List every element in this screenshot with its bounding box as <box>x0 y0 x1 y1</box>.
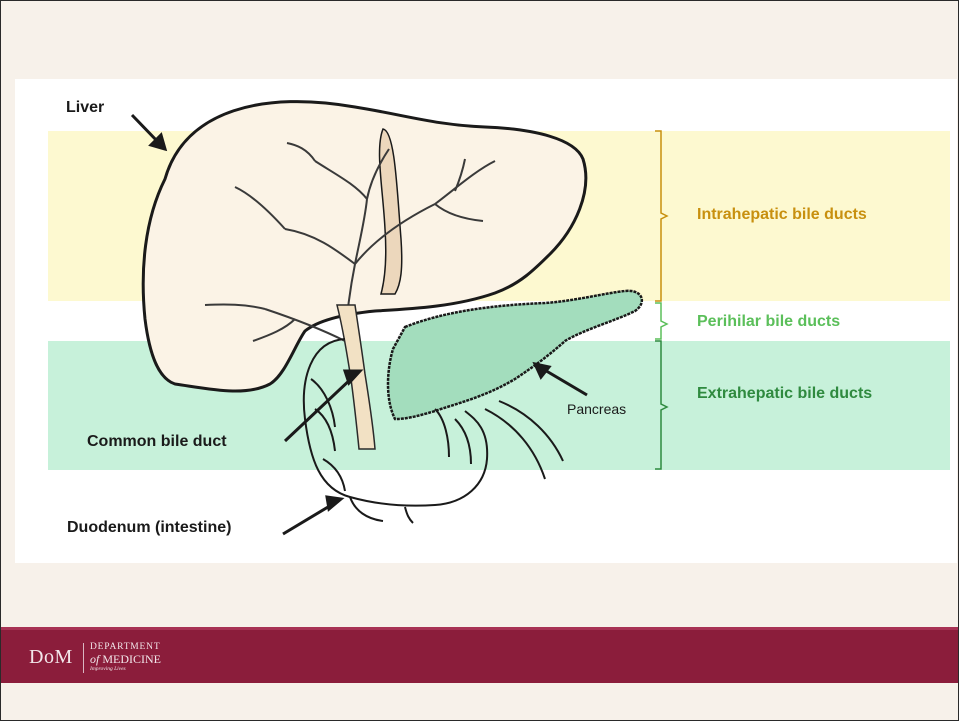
department-of-medicine-logo: DoM DEPARTMENT of MEDICINE Improving Liv… <box>29 640 209 674</box>
figure-panel: Liver Common bile duct Duodenum (intesti… <box>15 79 957 563</box>
region-brackets <box>655 131 667 301</box>
intrahepatic-label: Intrahepatic bile ducts <box>697 206 867 224</box>
logo-tagline: Improving Lives <box>90 666 126 672</box>
logo-medicine-text: of MEDICINE <box>90 652 161 667</box>
duodenum-label: Duodenum (intestine) <box>67 519 231 537</box>
logo-medicine-word: MEDICINE <box>102 652 161 666</box>
perihilar-label: Perihilar bile ducts <box>697 313 840 331</box>
footer-bar: DoM DEPARTMENT of MEDICINE Improving Liv… <box>1 627 958 683</box>
pancreas <box>388 291 642 419</box>
liver-label: Liver <box>66 99 104 117</box>
common-bile-duct-label: Common bile duct <box>87 433 227 451</box>
pancreas-label: Pancreas <box>567 401 626 417</box>
logo-department-text: DEPARTMENT <box>90 642 160 652</box>
logo-mark: DoM <box>29 646 73 669</box>
extrahepatic-label: Extrahepatic bile ducts <box>697 383 897 405</box>
logo-divider <box>83 643 84 673</box>
logo-of-text: of <box>90 652 99 666</box>
